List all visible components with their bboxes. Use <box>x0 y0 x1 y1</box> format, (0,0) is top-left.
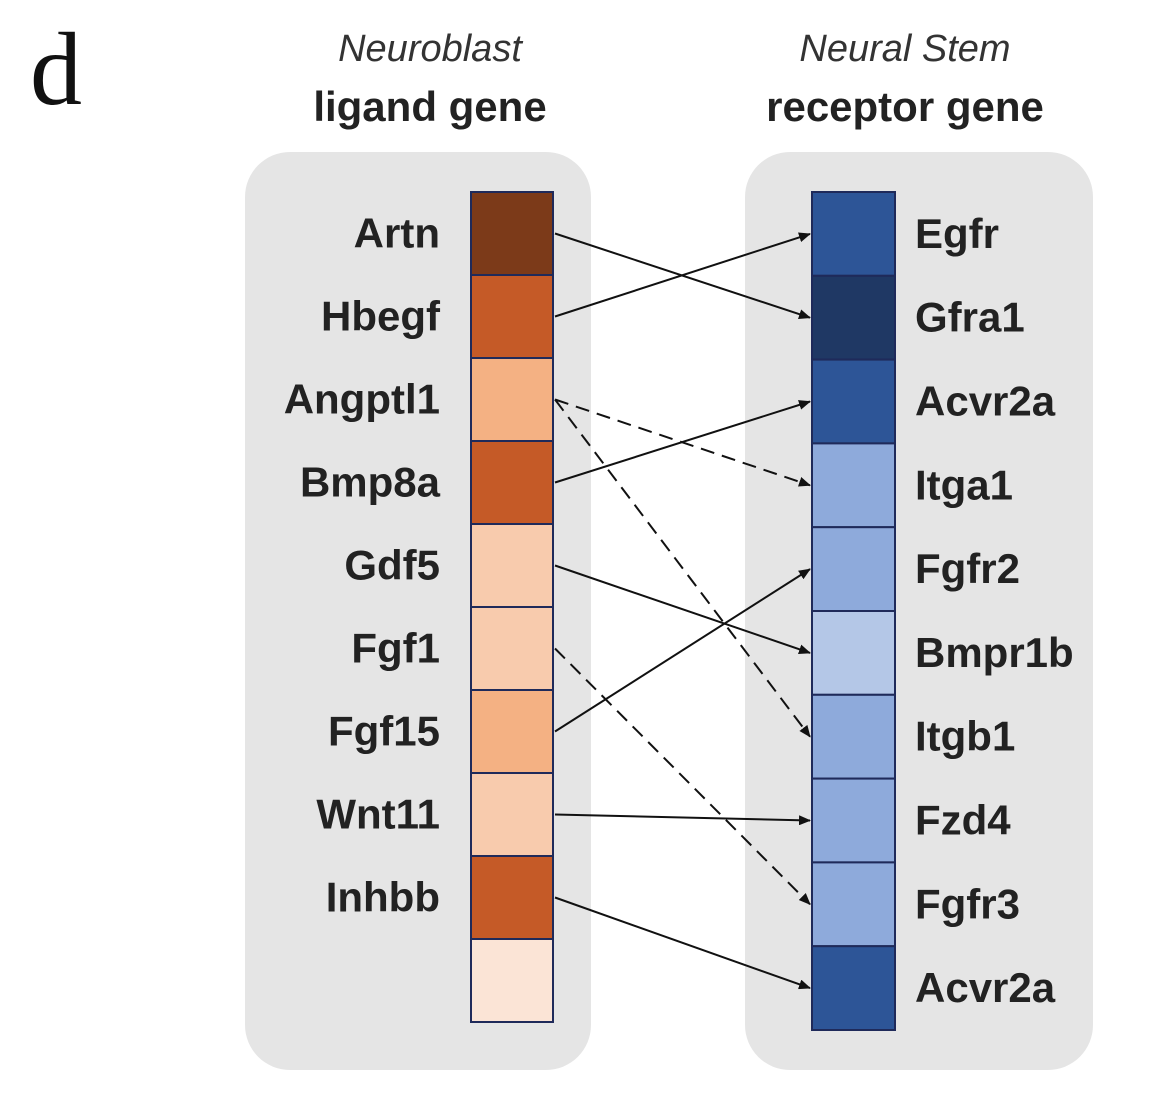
receptor-label: Gfra1 <box>915 294 1025 341</box>
receptor-cell <box>811 861 896 948</box>
receptor-group-background <box>745 152 1093 1070</box>
ligand-label: Artn <box>354 210 440 257</box>
receptor-label: Fgfr3 <box>915 880 1020 927</box>
ligand-cell <box>470 938 554 1023</box>
panel-label: d <box>30 12 82 127</box>
ligand-cell <box>470 274 554 359</box>
receptor-label: Fgfr2 <box>915 545 1020 592</box>
receptor-label: Bmpr1b <box>915 629 1074 676</box>
ligand-title: ligand gene <box>313 83 547 130</box>
interaction-arrow <box>554 647 811 906</box>
ligand-cell-type: Neuroblast <box>338 28 522 70</box>
receptor-cell <box>811 358 896 445</box>
ligand-label: Hbegf <box>321 293 441 340</box>
ligand-cell <box>470 523 554 608</box>
ligand-label: Fgf15 <box>328 708 440 755</box>
receptor-cell <box>811 610 896 696</box>
receptor-cell <box>811 777 896 864</box>
receptor-label: Fzd4 <box>915 797 1011 844</box>
receptor-cell <box>811 945 896 1032</box>
receptor-cell <box>811 442 896 529</box>
ligand-label: Gdf5 <box>344 542 440 589</box>
interaction-arrow <box>554 232 811 318</box>
receptor-cell <box>811 274 896 361</box>
ligand-label: Wnt11 <box>316 791 440 838</box>
interaction-arrow <box>554 564 811 655</box>
ligand-cell <box>470 357 554 442</box>
receptor-cell-type: Neural Stem <box>799 28 1011 70</box>
receptor-label: Egfr <box>915 210 999 257</box>
receptor-label: Itga1 <box>915 461 1013 508</box>
interaction-arrow <box>554 813 811 826</box>
receptor-cell <box>811 693 896 780</box>
ligand-label: Inhbb <box>326 874 440 921</box>
interaction-arrow <box>554 896 811 990</box>
ligand-cell <box>470 772 554 857</box>
left-header: Neuroblast ligand gene <box>270 28 590 131</box>
ligand-cell <box>470 606 554 691</box>
ligand-cell <box>470 191 554 276</box>
receptor-label: Acvr2a <box>915 964 1056 1011</box>
ligand-cell <box>470 689 554 774</box>
receptor-cell <box>811 526 896 613</box>
receptor-label: Itgb1 <box>915 713 1015 760</box>
receptor-label: Acvr2a <box>915 378 1056 425</box>
ligand-cell <box>470 855 554 940</box>
receptor-cell <box>811 191 896 277</box>
interaction-arrow <box>554 400 811 484</box>
interaction-arrow <box>554 398 811 738</box>
ligand-label: Angptl1 <box>284 376 440 423</box>
right-header: Neural Stem receptor gene <box>730 28 1080 131</box>
receptor-title: receptor gene <box>766 83 1044 130</box>
ligand-label: Bmp8a <box>300 459 441 506</box>
interaction-arrow <box>554 568 811 733</box>
ligand-label: Fgf1 <box>351 625 440 672</box>
ligand-cell <box>470 440 554 525</box>
